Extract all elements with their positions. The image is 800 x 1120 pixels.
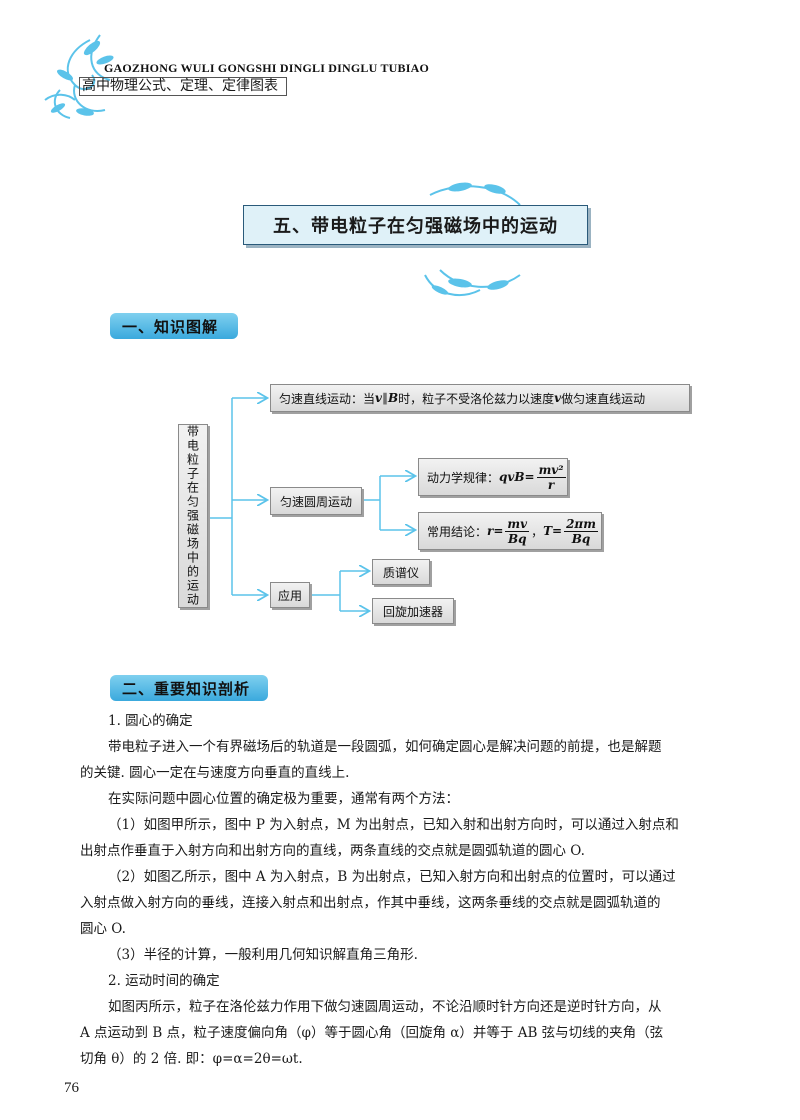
section-tab-key-analysis: 二、重要知识剖析 <box>110 675 268 701</box>
mindmap-application: 应用 <box>270 582 310 608</box>
paragraph: 带电粒子进入一个有界磁场后的轨道是一段圆弧，如何确定圆心是解决问题的前提，也是解… <box>108 739 662 755</box>
mindmap-cyclotron: 回旋加速器 <box>372 598 454 624</box>
page-number: 76 <box>64 1080 79 1096</box>
section-tab-label: 二、重要知识剖析 <box>122 679 251 698</box>
paragraph: 在实际问题中圆心位置的确定极为重要，通常有两个方法： <box>108 791 459 807</box>
paragraph: （2）如图乙所示，图中 A 为入射点，B 为出射点，已知入射方向和出射点的位置时… <box>108 869 676 885</box>
paragraph: 出射点作垂直于入射方向和出射方向的直线，两条直线的交点就是圆弧轨道的圆心 O. <box>80 843 585 859</box>
paragraph: 的关键. 圆心一定在与速度方向垂直的直线上. <box>80 765 350 781</box>
section-tab-knowledge-diagram: 一、知识图解 <box>110 313 238 339</box>
mindmap-common-conclusion: 常用结论： r= mv Bq ， T= 2πm Bq <box>418 512 602 550</box>
section-tab-label: 一、知识图解 <box>122 317 219 336</box>
paragraph: （3）半径的计算，一般利用几何知识解直角三角形. <box>108 947 418 963</box>
fraction: 2πm Bq <box>564 516 598 546</box>
paragraph: 圆心 O. <box>80 921 126 937</box>
mindmap-uniform-linear: 匀速直线运动：当 v ∥ B 时，粒子不受洛伦兹力以速度 v 做匀速直线运动 <box>270 384 690 412</box>
fraction: mv Bq <box>505 516 530 546</box>
header-chinese-title: 高中物理公式、定理、定律图表 <box>79 77 287 96</box>
heading-time-determination: 2. 运动时间的确定 <box>108 973 220 989</box>
paragraph: 切角 θ）的 2 倍. 即：φ=α=2θ=ωt. <box>80 1051 303 1067</box>
paragraph: A 点运动到 B 点，粒子速度偏向角（φ）等于圆心角（回旋角 α）并等于 AB … <box>80 1025 664 1041</box>
mindmap-uniform-circular: 匀速圆周运动 <box>270 487 362 515</box>
mindmap-mass-spectrometer: 质谱仪 <box>372 559 430 585</box>
fraction: mv² r <box>536 462 566 492</box>
heading-center-determination: 1. 圆心的确定 <box>108 713 193 729</box>
paragraph: 如图丙所示，粒子在洛伦兹力作用下做匀速圆周运动，不论沿顺时针方向还是逆时针方向，… <box>108 999 662 1015</box>
paragraph: （1）如图甲所示，图中 P 为入射点，M 为出射点，已知入射和出射方向时，可以通… <box>108 817 679 833</box>
mindmap-root: 带电粒子在匀强磁场中的运动 <box>178 424 208 608</box>
mindmap-dynamics-law: 动力学规律： qvB= mv² r <box>418 458 568 496</box>
header-ornament <box>44 34 114 119</box>
paragraph: 入射点做入射方向的垂线，连接入射点和出射点，作其中垂线，这两条垂线的交点就是圆弧… <box>80 895 661 911</box>
title-ornament <box>424 182 521 296</box>
header-latin-title: GAOZHONG WULI GONGSHI DINGLI DINGLU TUBI… <box>104 61 430 75</box>
page-title: 五、带电粒子在匀强磁场中的运动 <box>243 205 588 245</box>
